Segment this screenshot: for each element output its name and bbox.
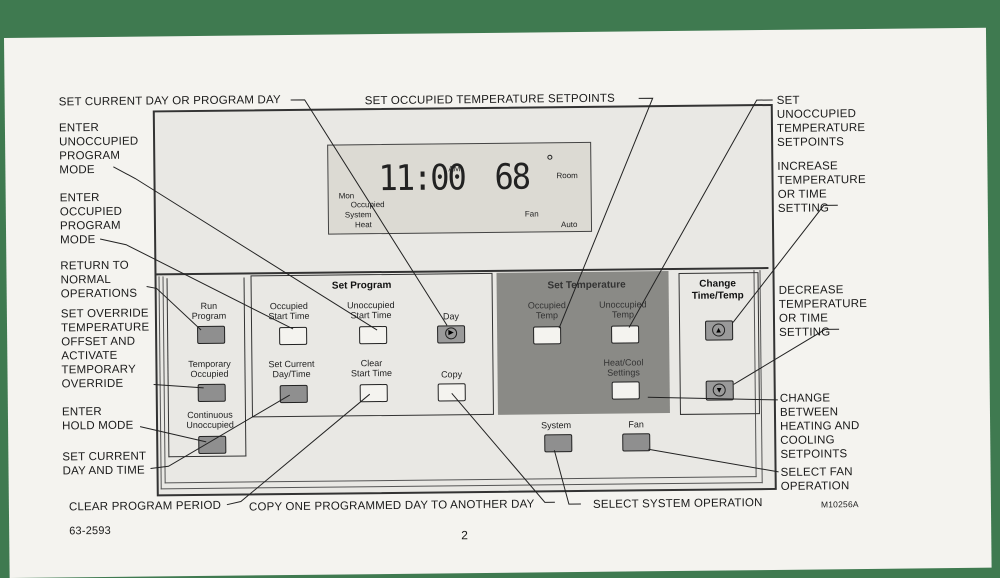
- callout-clear-program-period: CLEAR PROGRAM PERIOD: [68, 499, 222, 514]
- callout-select-system: SELECT SYSTEM OPERATION: [592, 497, 763, 511]
- callout-change-heat-cool: CHANGE BETWEEN HEATING AND COOLING SETPO…: [779, 392, 860, 461]
- callout-leader-lines: [100, 97, 840, 506]
- callout-enter-unoccupied: ENTER UNOCCUPIED PROGRAM MODE: [58, 122, 139, 177]
- callout-set-unoccupied-temp: SET UNOCCUPIED TEMPERATURE SETPOINTS: [776, 94, 866, 149]
- doc-number: 63-2593: [69, 524, 112, 538]
- page-number: 2: [461, 528, 469, 543]
- manual-page: 11:00 AM 68 ° Room Mon Occupied System H…: [4, 27, 992, 578]
- callout-enter-hold: ENTER HOLD MODE: [61, 405, 134, 433]
- callout-set-override: SET OVERRIDE TEMPERATURE OFFSET AND ACTI…: [60, 307, 150, 391]
- callout-enter-occupied: ENTER OCCUPIED PROGRAM MODE: [59, 192, 123, 247]
- callout-set-current-day-time: SET CURRENT DAY AND TIME: [62, 450, 147, 478]
- callout-copy-day: COPY ONE PROGRAMMED DAY TO ANOTHER DAY: [248, 498, 535, 514]
- callout-increase: INCREASE TEMPERATURE OR TIME SETTING: [777, 160, 866, 215]
- callout-decrease: DECREASE TEMPERATURE OR TIME SETTING: [778, 284, 868, 339]
- callout-set-occupied-temp: SET OCCUPIED TEMPERATURE SETPOINTS: [364, 92, 615, 108]
- callout-select-fan: SELECT FAN OPERATION: [780, 466, 853, 493]
- callout-set-day: SET CURRENT DAY OR PROGRAM DAY: [58, 94, 281, 109]
- callout-return-normal: RETURN TO NORMAL OPERATIONS: [60, 259, 138, 301]
- figure-id: M10256A: [820, 499, 859, 510]
